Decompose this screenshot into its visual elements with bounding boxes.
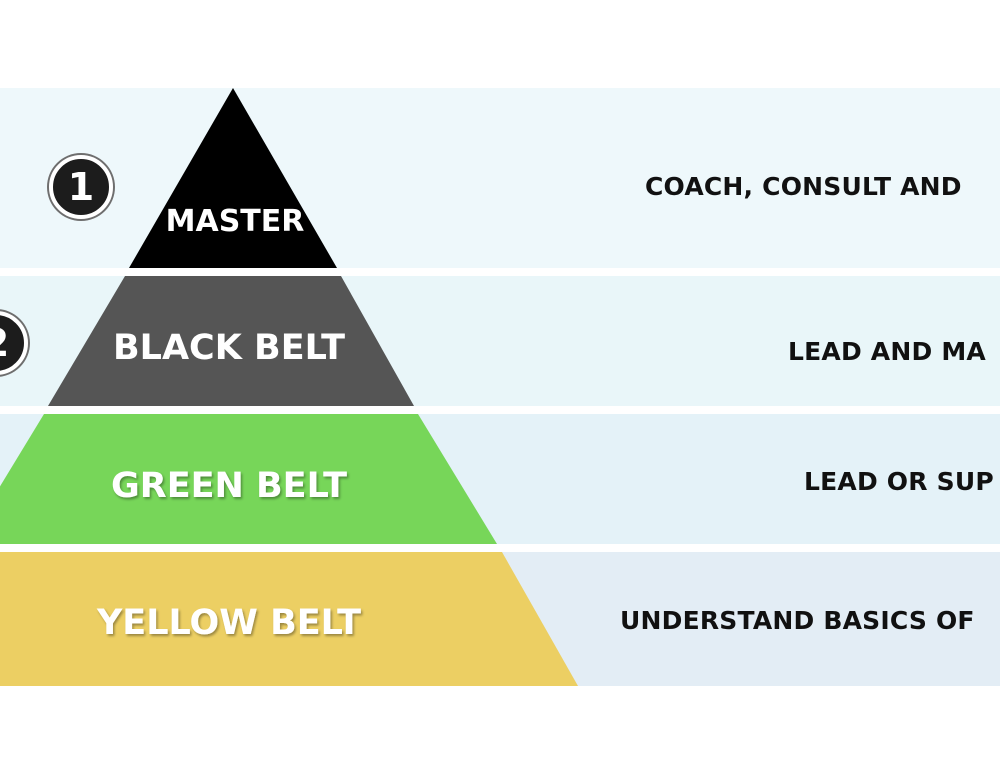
pyramid-tier-yellow-belt xyxy=(0,552,578,686)
level-description-master: COACH, CONSULT AND xyxy=(645,172,962,201)
level-number-badge: 1 xyxy=(49,155,113,219)
level-name-yellow-belt: YELLOW BELT xyxy=(96,603,361,643)
level-description-black-belt: LEAD AND MA xyxy=(788,337,986,366)
level-name-black-belt: BLACK BELT xyxy=(113,328,345,368)
level-description-yellow-belt: UNDERSTAND BASICS OF xyxy=(620,606,975,635)
pyramid-tier-green-belt xyxy=(0,414,497,544)
level-name-master: MASTER xyxy=(166,204,305,239)
level-description-green-belt: LEAD OR SUP xyxy=(804,467,994,496)
pyramid-tier-master xyxy=(129,88,337,268)
pyramid-tier-black-belt xyxy=(48,276,414,406)
level-name-green-belt: GREEN BELT xyxy=(111,466,347,506)
